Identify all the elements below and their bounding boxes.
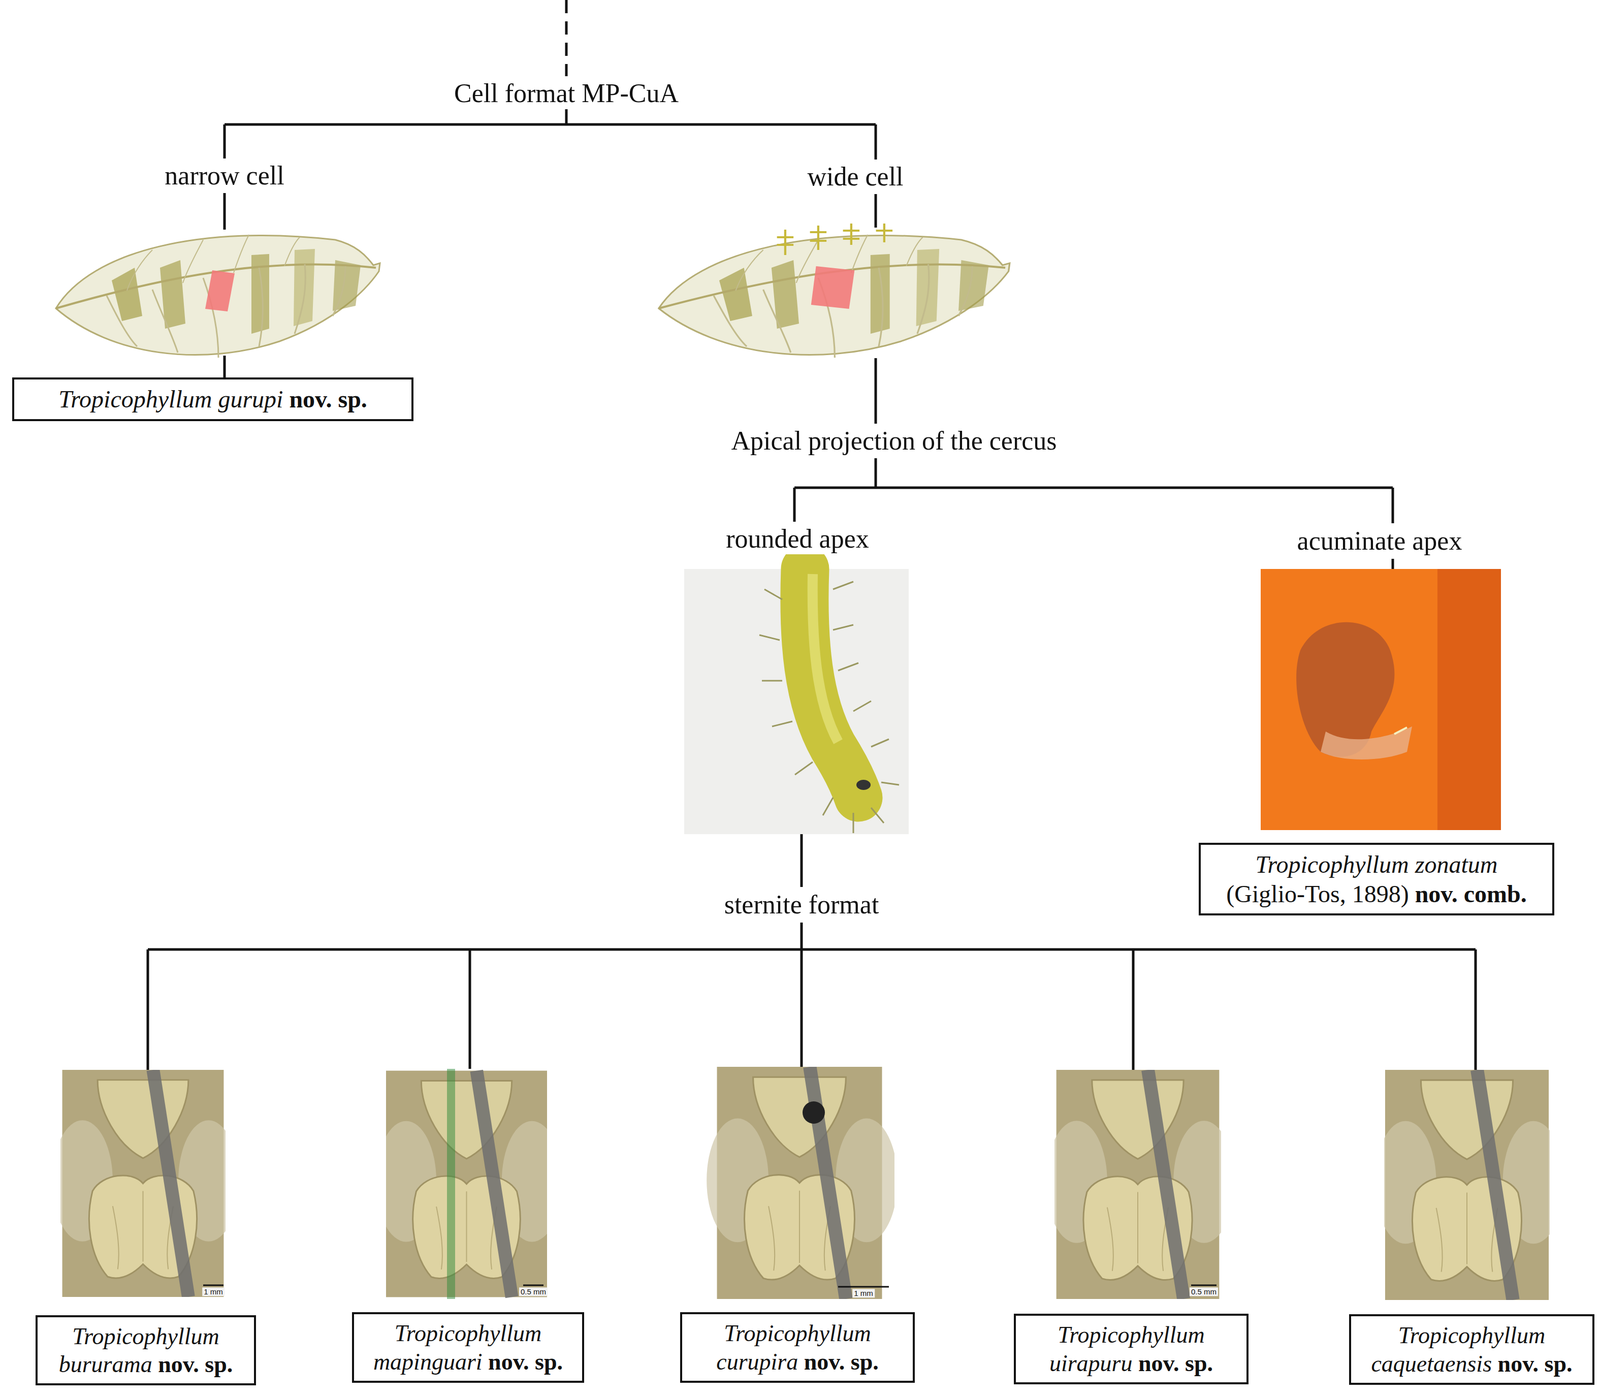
- scale-bar-label: 0.5 mm: [1189, 1287, 1219, 1296]
- scale-bar-label: 0.5 mm: [519, 1287, 548, 1296]
- taxon-box: Tropicophyllum bururamanov. sp.: [35, 1315, 256, 1386]
- character-heading: sternite format: [719, 889, 885, 920]
- taxon-status: nov. sp.: [289, 385, 367, 413]
- cercus-rounded-photo: [684, 568, 909, 835]
- character-state: acuminate apex: [1292, 525, 1468, 557]
- taxon-label: Tropicophyllum gurupinov. sp.: [58, 384, 368, 414]
- taxon-box: Tropicophyllum gurupinov. sp.: [12, 377, 414, 422]
- taxon-label: Tropicophyllum mapinguarinov. sp.: [358, 1319, 579, 1375]
- taxon-authority: (Giglio-Tos, 1898): [1226, 880, 1409, 908]
- taxon-label: Tropicophyllum uirapurunov. sp.: [1019, 1320, 1243, 1377]
- taxon-status: nov. sp.: [157, 1351, 233, 1378]
- character-state: narrow cell: [159, 160, 290, 191]
- character-heading: Cell format MP-CuA: [449, 78, 684, 109]
- character-state: rounded apex: [720, 523, 875, 555]
- taxon-name: Tropicophyllum gurupi: [58, 385, 283, 413]
- taxon-status: nov. sp.: [1497, 1350, 1573, 1377]
- taxon-name: Tropicophyllum zonatum: [1226, 849, 1527, 880]
- taxon-box: Tropicophyllum caquetaensisnov. sp.: [1349, 1314, 1595, 1385]
- taxon-label: Tropicophyllum caquetaensisnov. sp.: [1355, 1321, 1589, 1378]
- taxon-label: Tropicophyllum zonatum(Giglio-Tos, 1898)…: [1226, 849, 1527, 909]
- taxon-status: nov. sp.: [1138, 1350, 1213, 1376]
- taxon-label: Tropicophyllum bururamanov. sp.: [41, 1322, 250, 1379]
- taxon-box: Tropicophyllum curupiranov. sp.: [680, 1312, 915, 1383]
- character-state: wide cell: [802, 161, 909, 192]
- forewing-wide: [658, 223, 1010, 358]
- scale-bar-label: 1 mm: [852, 1288, 875, 1298]
- taxon-box: Tropicophyllum mapinguarinov. sp.: [352, 1312, 585, 1383]
- sternite-photos: [52, 1066, 1565, 1300]
- taxon-box: Tropicophyllum zonatum(Giglio-Tos, 1898)…: [1198, 842, 1555, 916]
- character-heading: Apical projection of the cercus: [725, 425, 1062, 457]
- taxon-status: nov. sp.: [804, 1348, 879, 1375]
- taxon-status: nov. comb.: [1415, 880, 1527, 908]
- scale-bar-label: 1 mm: [202, 1287, 225, 1296]
- taxon-box: Tropicophyllum uirapurunov. sp.: [1013, 1313, 1249, 1384]
- cercus-acuminate-photo: [1260, 568, 1501, 830]
- forewing-narrow: [55, 234, 380, 358]
- taxon-status: nov. sp.: [488, 1348, 563, 1375]
- taxon-label: Tropicophyllum curupiranov. sp.: [686, 1319, 909, 1375]
